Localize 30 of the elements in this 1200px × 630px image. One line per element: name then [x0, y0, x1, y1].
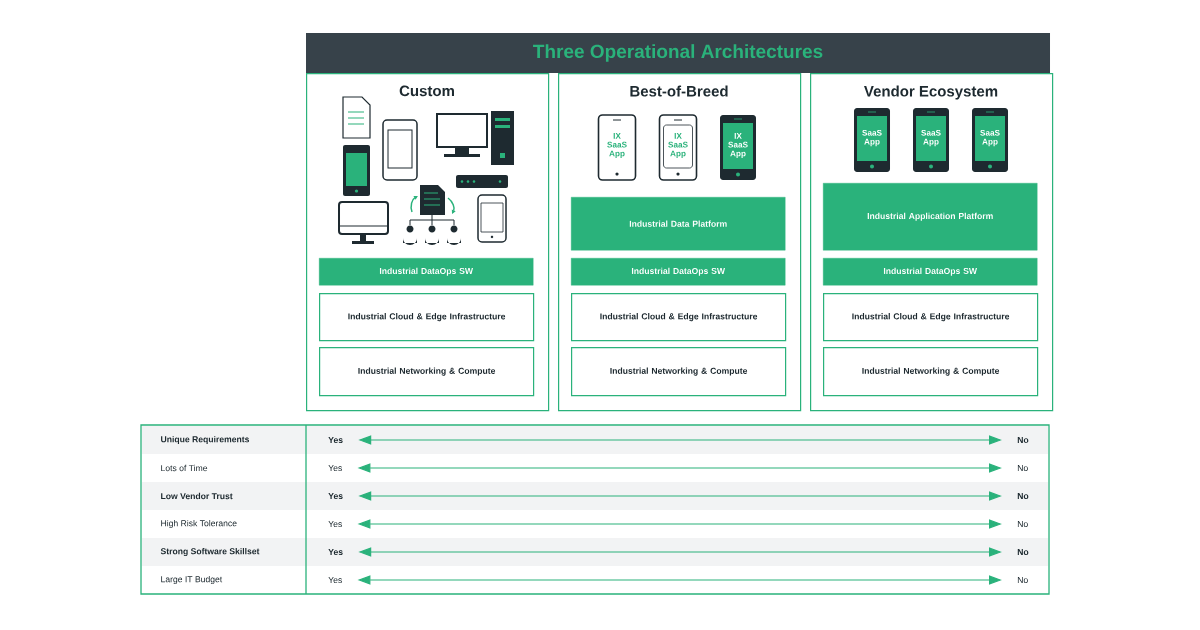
- layer-box: Industrial Cloud & Edge Infrastructure: [319, 293, 535, 342]
- scale-end-label: No: [1017, 549, 1029, 555]
- scale-end-label: No: [1017, 465, 1028, 471]
- scale-end-label: No: [1017, 521, 1028, 527]
- layer-bar: Industrial Data Platform: [571, 197, 786, 251]
- row-label: High Risk Tolerance: [161, 520, 237, 528]
- scale-end-label: Yes: [328, 549, 343, 555]
- scale-end-label: No: [1017, 493, 1029, 499]
- layer-bar: Industrial DataOps SW: [319, 258, 534, 286]
- layer-bar: Industrial DataOps SW: [823, 258, 1038, 286]
- layer-box: Industrial Cloud & Edge Infrastructure: [571, 293, 787, 342]
- scale-end-label: No: [1017, 437, 1029, 443]
- layer-bar: Industrial DataOps SW: [571, 258, 786, 286]
- layer-box: Industrial Networking & Compute: [823, 347, 1039, 397]
- row-label: Unique Requirements: [161, 436, 250, 444]
- scale-end-label: Yes: [328, 577, 342, 583]
- layer-box: Industrial Cloud & Edge Infrastructure: [823, 293, 1039, 342]
- scale-end-label: Yes: [328, 493, 343, 499]
- row-label: Lots of Time: [161, 464, 208, 472]
- row-label: Large IT Budget: [161, 576, 223, 584]
- layer-box: Industrial Networking & Compute: [571, 347, 787, 397]
- scale-end-label: Yes: [328, 465, 342, 471]
- title-band: Three Operational Architectures: [306, 33, 1050, 73]
- row-label: Low Vendor Trust: [161, 492, 233, 500]
- row-label: Strong Software Skillset: [160, 548, 260, 557]
- scale-end-label: No: [1017, 577, 1028, 583]
- layer-box: Industrial Networking & Compute: [319, 347, 535, 397]
- scale-end-label: Yes: [328, 437, 343, 443]
- layer-bar: Industrial Application Platform: [823, 183, 1038, 251]
- scale-end-label: Yes: [328, 521, 342, 527]
